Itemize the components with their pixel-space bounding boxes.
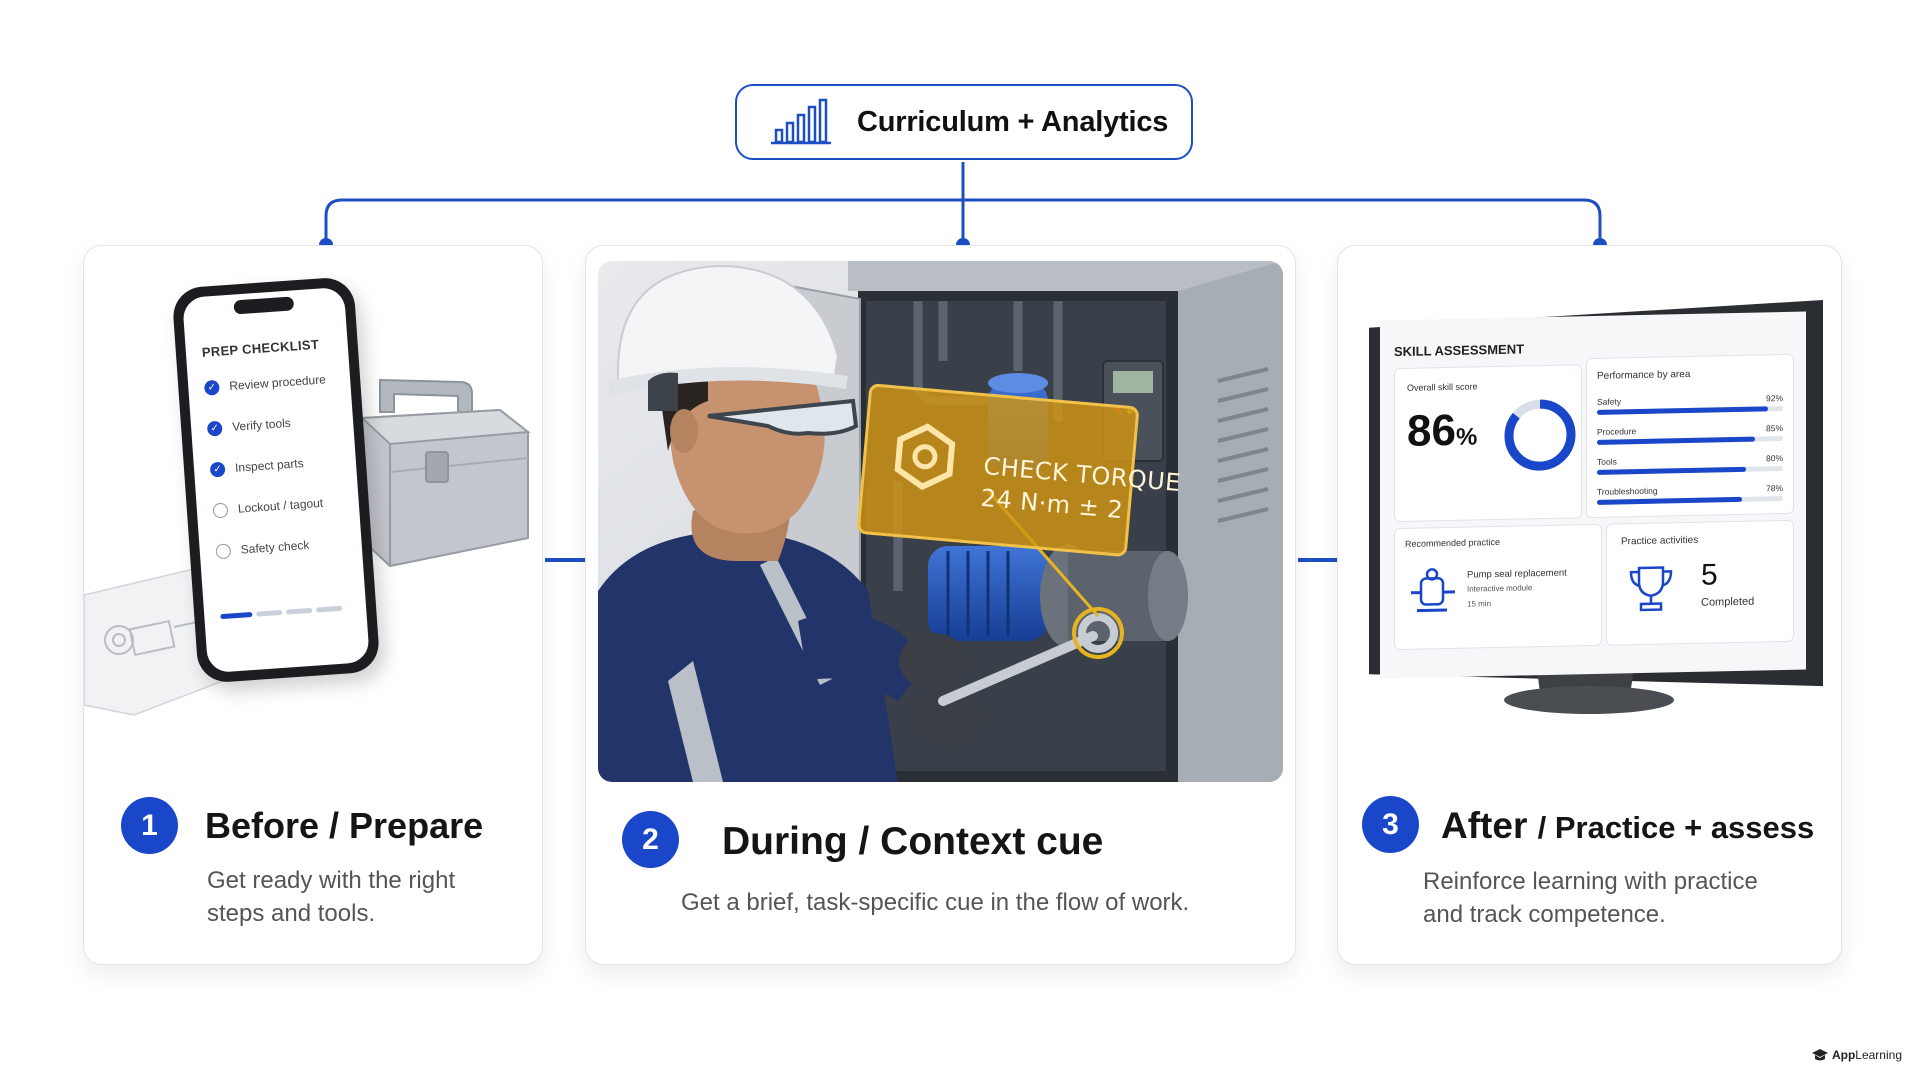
performance-card: Performance by area Safety 92% Procedure 85… <box>1586 353 1794 519</box>
recommended-practice-card: Recommended practice Pump seal replaceme… <box>1394 523 1602 651</box>
step-description: Get ready with the right steps and tools… <box>207 867 456 927</box>
step-badge: 2 <box>622 811 679 868</box>
step-subtitle: / Practice + assess <box>1537 810 1815 845</box>
area-bar-fill <box>1597 436 1756 445</box>
checkmark-icon: ✓ <box>203 379 220 396</box>
area-value: 80% <box>1765 453 1783 464</box>
checklist-item: ✓Inspect parts <box>209 452 304 480</box>
skill-assessment-screen: SKILL ASSESSMENT Overall skill score 86%… <box>1380 311 1806 679</box>
activities-title: Practice activities <box>1621 534 1699 548</box>
progress-segment <box>286 607 313 615</box>
toolbox-illustration <box>360 378 531 568</box>
area-label: Troubleshooting <box>1597 485 1658 497</box>
area-value: 78% <box>1765 483 1783 494</box>
applearning-logo: AppLearning <box>1811 1048 1902 1062</box>
performance-title: Performance by area <box>1597 368 1691 382</box>
overall-score-label: Overall skill score <box>1407 381 1478 393</box>
overall-score-value: 86% <box>1407 405 1478 456</box>
curriculum-analytics-header: Curriculum + Analytics <box>735 84 1193 160</box>
area-label: Procedure <box>1597 426 1637 437</box>
checklist-item: ✓Verify tools <box>206 412 291 440</box>
phone-screen: PREP CHECKLIST ✓Review procedure ✓Verify… <box>182 286 370 674</box>
checkmark-icon: ✓ <box>209 461 226 478</box>
area-bar-fill <box>1597 466 1746 475</box>
score-donut <box>1504 399 1576 471</box>
step-badge: 3 <box>1362 796 1419 853</box>
recommended-duration: 15 min <box>1467 599 1492 609</box>
recommended-type: Interactive module <box>1467 583 1533 594</box>
step-title: After / Practice + assess <box>1441 805 1815 846</box>
header-title: Curriculum + Analytics <box>857 105 1169 138</box>
checklist-item: Safety check <box>215 534 310 562</box>
phone-mockup: PREP CHECKLIST ✓Review procedure ✓Verify… <box>171 276 381 684</box>
checkmark-icon: ✓ <box>206 420 223 437</box>
step-description: Reinforce learning with practice and tra… <box>1423 868 1758 928</box>
recommended-module: Pump seal replacement <box>1467 567 1567 581</box>
step-badge: 1 <box>121 797 178 854</box>
overall-score-card: Overall skill score 86% <box>1394 364 1582 523</box>
trophy-icon <box>1629 566 1673 612</box>
graduation-cap-icon <box>1811 1049 1828 1061</box>
checklist-item: Lockout / tagout <box>212 492 324 522</box>
area-bar-track <box>1597 436 1783 445</box>
area-value: 85% <box>1765 423 1783 434</box>
area-label: Tools <box>1597 456 1617 467</box>
area-bar-track <box>1597 406 1783 415</box>
activities-label: Completed <box>1701 595 1755 609</box>
checklist-item: ✓Review procedure <box>203 368 327 398</box>
pump-icon <box>1411 568 1455 613</box>
phone-notch <box>233 296 295 315</box>
area-bar-fill <box>1597 496 1743 505</box>
area-label: Safety <box>1597 396 1622 407</box>
practice-activities-card: Practice activities 5 Completed <box>1606 519 1794 646</box>
unchecked-circle-icon <box>212 501 229 518</box>
activities-count: 5 <box>1701 558 1718 592</box>
unchecked-circle-icon <box>215 542 232 559</box>
area-bar-fill <box>1597 406 1769 415</box>
checklist-title: PREP CHECKLIST <box>201 336 320 360</box>
recommended-title: Recommended practice <box>1405 536 1501 549</box>
progress-segment <box>220 611 253 620</box>
assessment-title: SKILL ASSESSMENT <box>1394 341 1525 360</box>
technician-photo-illustration <box>598 261 1283 782</box>
progress-segment <box>315 605 343 613</box>
area-value: 92% <box>1765 393 1783 404</box>
progress-segment <box>256 609 283 617</box>
step-title: Before / Prepare <box>205 805 484 846</box>
step-description: Get a brief, task-specific cue in the fl… <box>681 889 1190 916</box>
area-bar-track <box>1597 496 1783 505</box>
bar-chart-icon <box>771 98 831 145</box>
area-bar-track <box>1597 466 1783 475</box>
step-title: During / Context cue <box>722 820 1104 863</box>
